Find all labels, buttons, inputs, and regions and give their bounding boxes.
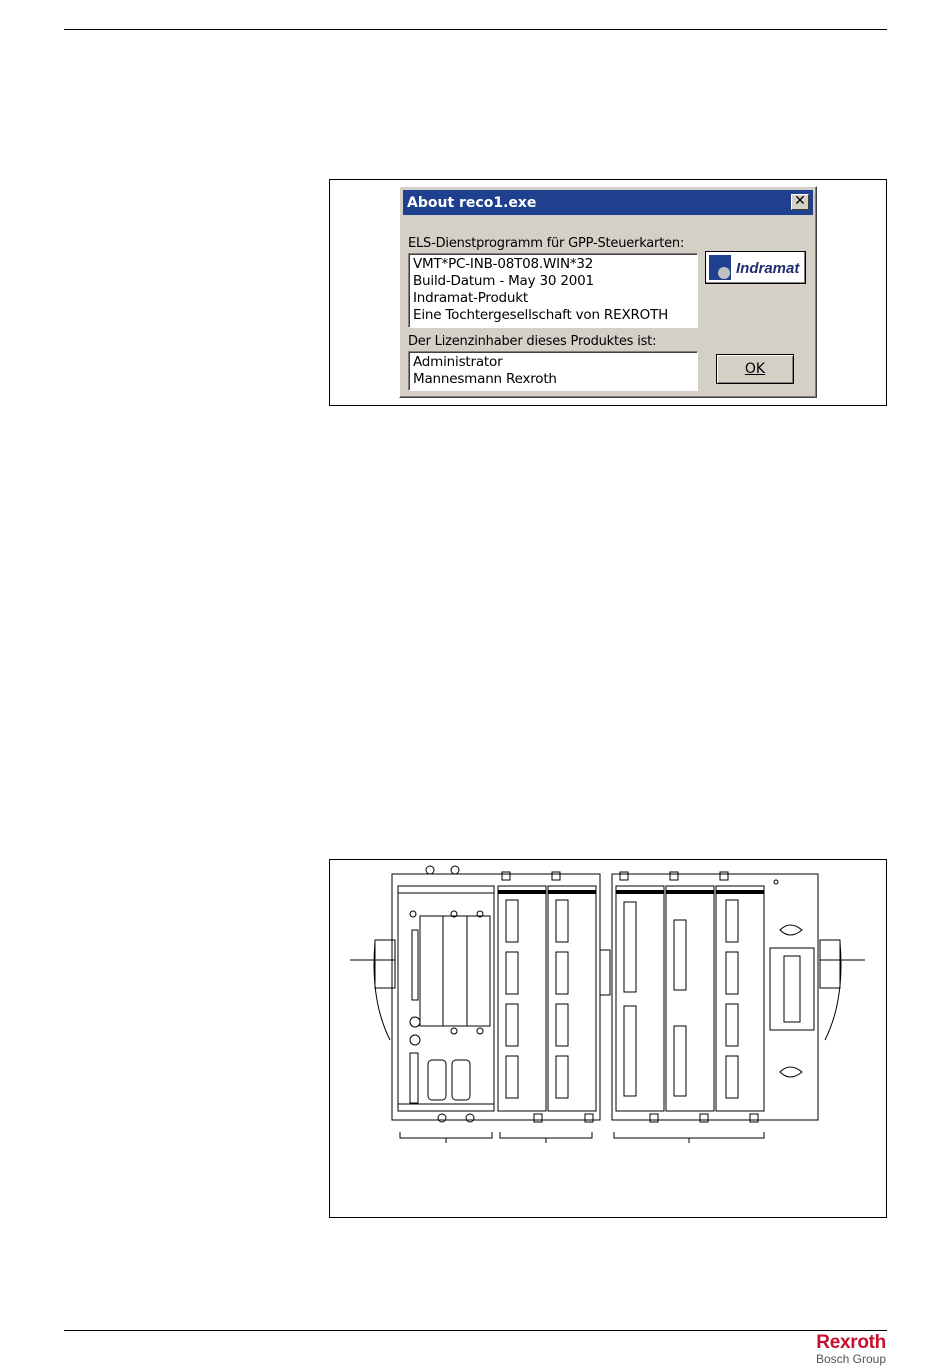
ok-button[interactable]: OK bbox=[716, 354, 794, 384]
ok-button-label: OK bbox=[745, 361, 765, 377]
licensee-line: Administrator bbox=[413, 354, 693, 371]
close-button[interactable]: ✕ bbox=[791, 194, 809, 210]
dialog-title: About reco1.exe bbox=[407, 195, 536, 211]
rexroth-logo: Rexroth Bosch Group bbox=[816, 1333, 886, 1366]
program-line: Eine Tochtergesellschaft von REXROTH bbox=[413, 307, 693, 324]
program-line: Build-Datum - May 30 2001 bbox=[413, 273, 693, 290]
logo-text: Indramat bbox=[736, 260, 799, 277]
licensee-line: Mannesmann Rexroth bbox=[413, 371, 693, 388]
bottom-rule bbox=[64, 1330, 887, 1331]
program-info-box[interactable]: VMT*PC-INB-08T08.WIN*32 Build-Datum - Ma… bbox=[408, 253, 698, 328]
program-label: ELS-Dienstprogramm für GPP-Steuerkarten: bbox=[408, 236, 684, 251]
licensee-label: Der Lizenzinhaber dieses Produktes ist: bbox=[408, 334, 656, 349]
program-line: VMT*PC-INB-08T08.WIN*32 bbox=[413, 256, 693, 273]
brand-subtitle: Bosch Group bbox=[816, 1353, 886, 1366]
hardware-illustration bbox=[330, 860, 886, 1217]
figure-hardware-drawing bbox=[329, 859, 887, 1218]
indramat-logo-icon bbox=[709, 255, 731, 280]
brand-name: Rexroth bbox=[816, 1333, 886, 1353]
dialog-titlebar[interactable]: About reco1.exe ✕ bbox=[403, 190, 813, 215]
close-icon: ✕ bbox=[794, 193, 806, 209]
program-line: Indramat-Produkt bbox=[413, 290, 693, 307]
top-rule bbox=[64, 29, 887, 30]
about-dialog: About reco1.exe ✕ ELS-Dienstprogramm für… bbox=[399, 186, 817, 398]
indramat-logo: Indramat bbox=[705, 251, 806, 284]
licensee-box[interactable]: Administrator Mannesmann Rexroth bbox=[408, 351, 698, 391]
